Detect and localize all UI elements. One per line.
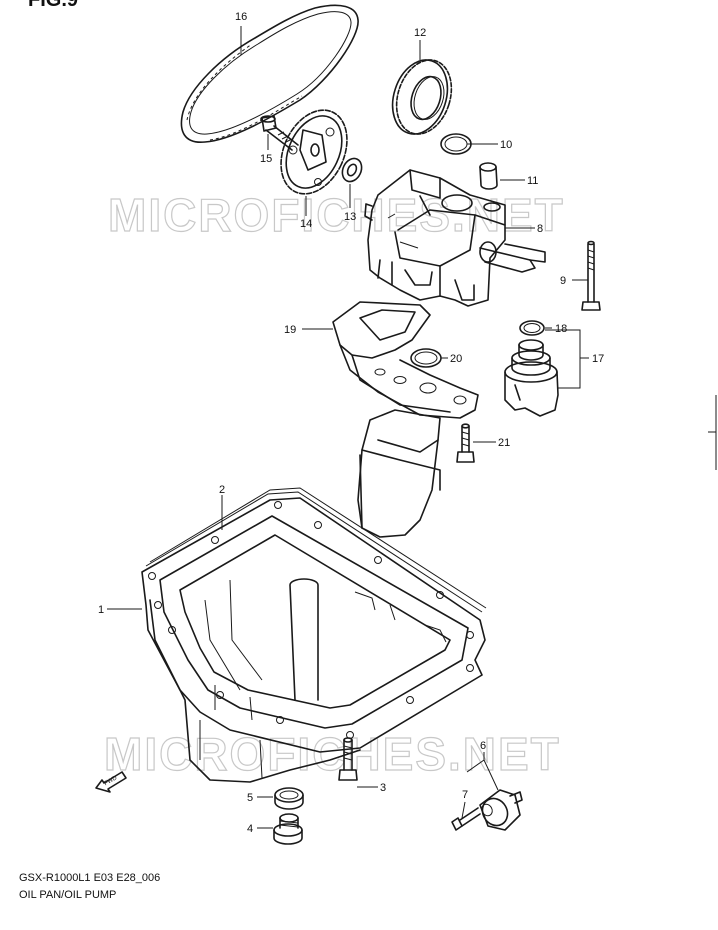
part-19-oil-strainer[interactable]: [332, 301, 479, 538]
page-edge-mark: [708, 395, 717, 470]
callout-20: 20: [450, 353, 462, 365]
callout-16: 16: [235, 11, 247, 23]
part-3-bolt[interactable]: [338, 737, 358, 781]
part-13-washer[interactable]: [339, 155, 365, 184]
watermark-top: MICROFICHES.NET: [108, 189, 565, 241]
part-17-pressure-regulator[interactable]: [504, 339, 559, 417]
part-20-o-ring[interactable]: [410, 348, 442, 368]
callout-4: 4: [247, 823, 253, 835]
callout-1: 1: [98, 604, 104, 616]
figure-heading: FIG.9: [28, 0, 78, 11]
watermark-bottom: MICROFICHES.NET: [104, 728, 561, 780]
callout-15: 15: [260, 153, 272, 165]
callout-5: 5: [247, 792, 253, 804]
part-15-bolt[interactable]: [260, 115, 299, 151]
part-1-oil-pan[interactable]: [141, 497, 486, 783]
callout-3: 3: [380, 782, 386, 794]
callout-19: 19: [284, 324, 296, 336]
part-6-oil-pressure-switch[interactable]: [478, 789, 523, 831]
part-9-bolt[interactable]: [581, 240, 601, 311]
part-14-driven-sprocket[interactable]: [268, 99, 360, 204]
callout-21: 21: [498, 437, 510, 449]
callout-2: 2: [219, 484, 225, 496]
caption-title: OIL PAN/OIL PUMP: [19, 889, 116, 901]
callout-14: 14: [300, 218, 312, 230]
leader-lines: [107, 26, 589, 829]
part-4-drain-plug[interactable]: [273, 813, 303, 845]
callout-6: 6: [480, 740, 486, 752]
callout-17: 17: [592, 353, 604, 365]
caption-model-code: GSX-R1000L1 E03 E28_006: [19, 872, 160, 884]
callout-10: 10: [500, 139, 512, 151]
part-21-bolt[interactable]: [456, 423, 475, 463]
callout-18: 18: [555, 323, 567, 335]
callout-8: 8: [537, 223, 543, 235]
callout-13: 13: [344, 211, 356, 223]
part-12-sprocket[interactable]: [384, 53, 461, 141]
part-7-screw[interactable]: [451, 807, 481, 831]
part-8-oil-pump-assembly[interactable]: [364, 169, 546, 307]
callout-numbers: 16 12 10 11 15 13 14 8 9 18 17 19 20 21 …: [98, 11, 604, 835]
part-11-dowel-pin[interactable]: [479, 162, 498, 190]
callout-9: 9: [560, 275, 566, 287]
part-16-pump-drive-chain[interactable]: [180, 4, 359, 143]
callout-12: 12: [414, 27, 426, 39]
callout-7: 7: [462, 789, 468, 801]
part-5-gasket[interactable]: [274, 787, 304, 810]
part-2-gasket[interactable]: [145, 487, 487, 613]
callout-11: 11: [527, 175, 538, 187]
part-18-o-ring[interactable]: [519, 320, 545, 336]
part-10-o-ring[interactable]: [440, 133, 472, 155]
